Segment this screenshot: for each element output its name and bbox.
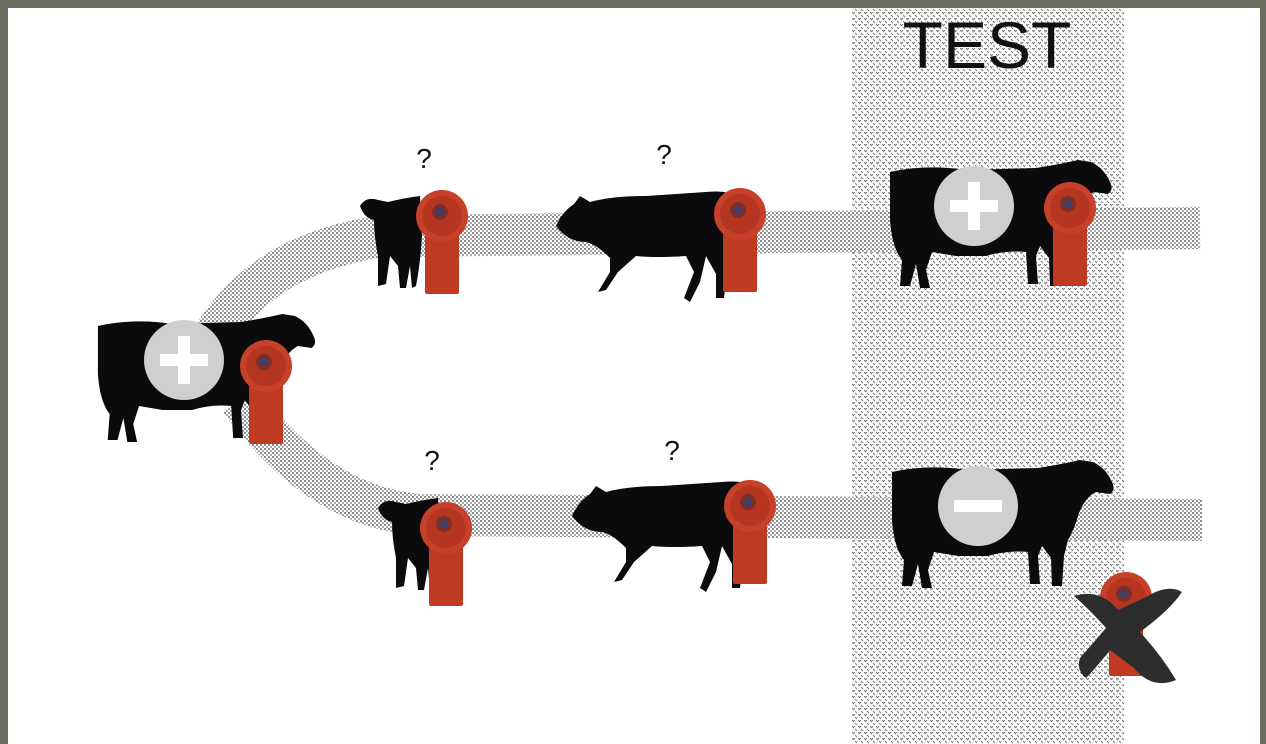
cattle-test-diagram: TEST ? ? xyxy=(97,8,1203,744)
plus-circle-icon xyxy=(144,320,224,400)
question-mark: ? xyxy=(656,139,672,170)
diagram-canvas: TEST ? ? xyxy=(8,8,1260,744)
rejected-tag xyxy=(1074,572,1182,684)
parent-cow xyxy=(97,314,316,444)
lower-calf: ? xyxy=(378,445,472,606)
test-zone-title: TEST xyxy=(903,8,1072,82)
minus-circle-icon xyxy=(938,466,1018,546)
upper-calf: ? xyxy=(360,143,468,294)
question-mark: ? xyxy=(416,143,432,174)
tested-cow-positive xyxy=(890,160,1112,288)
plus-circle-icon xyxy=(934,166,1014,246)
x-mark-icon xyxy=(1074,588,1182,684)
question-mark: ? xyxy=(664,435,680,466)
lower-heifer: ? xyxy=(572,435,776,592)
upper-heifer: ? xyxy=(556,139,766,302)
tested-cow-negative xyxy=(892,460,1114,588)
question-mark: ? xyxy=(424,445,440,476)
test-zone-band xyxy=(852,8,1124,744)
